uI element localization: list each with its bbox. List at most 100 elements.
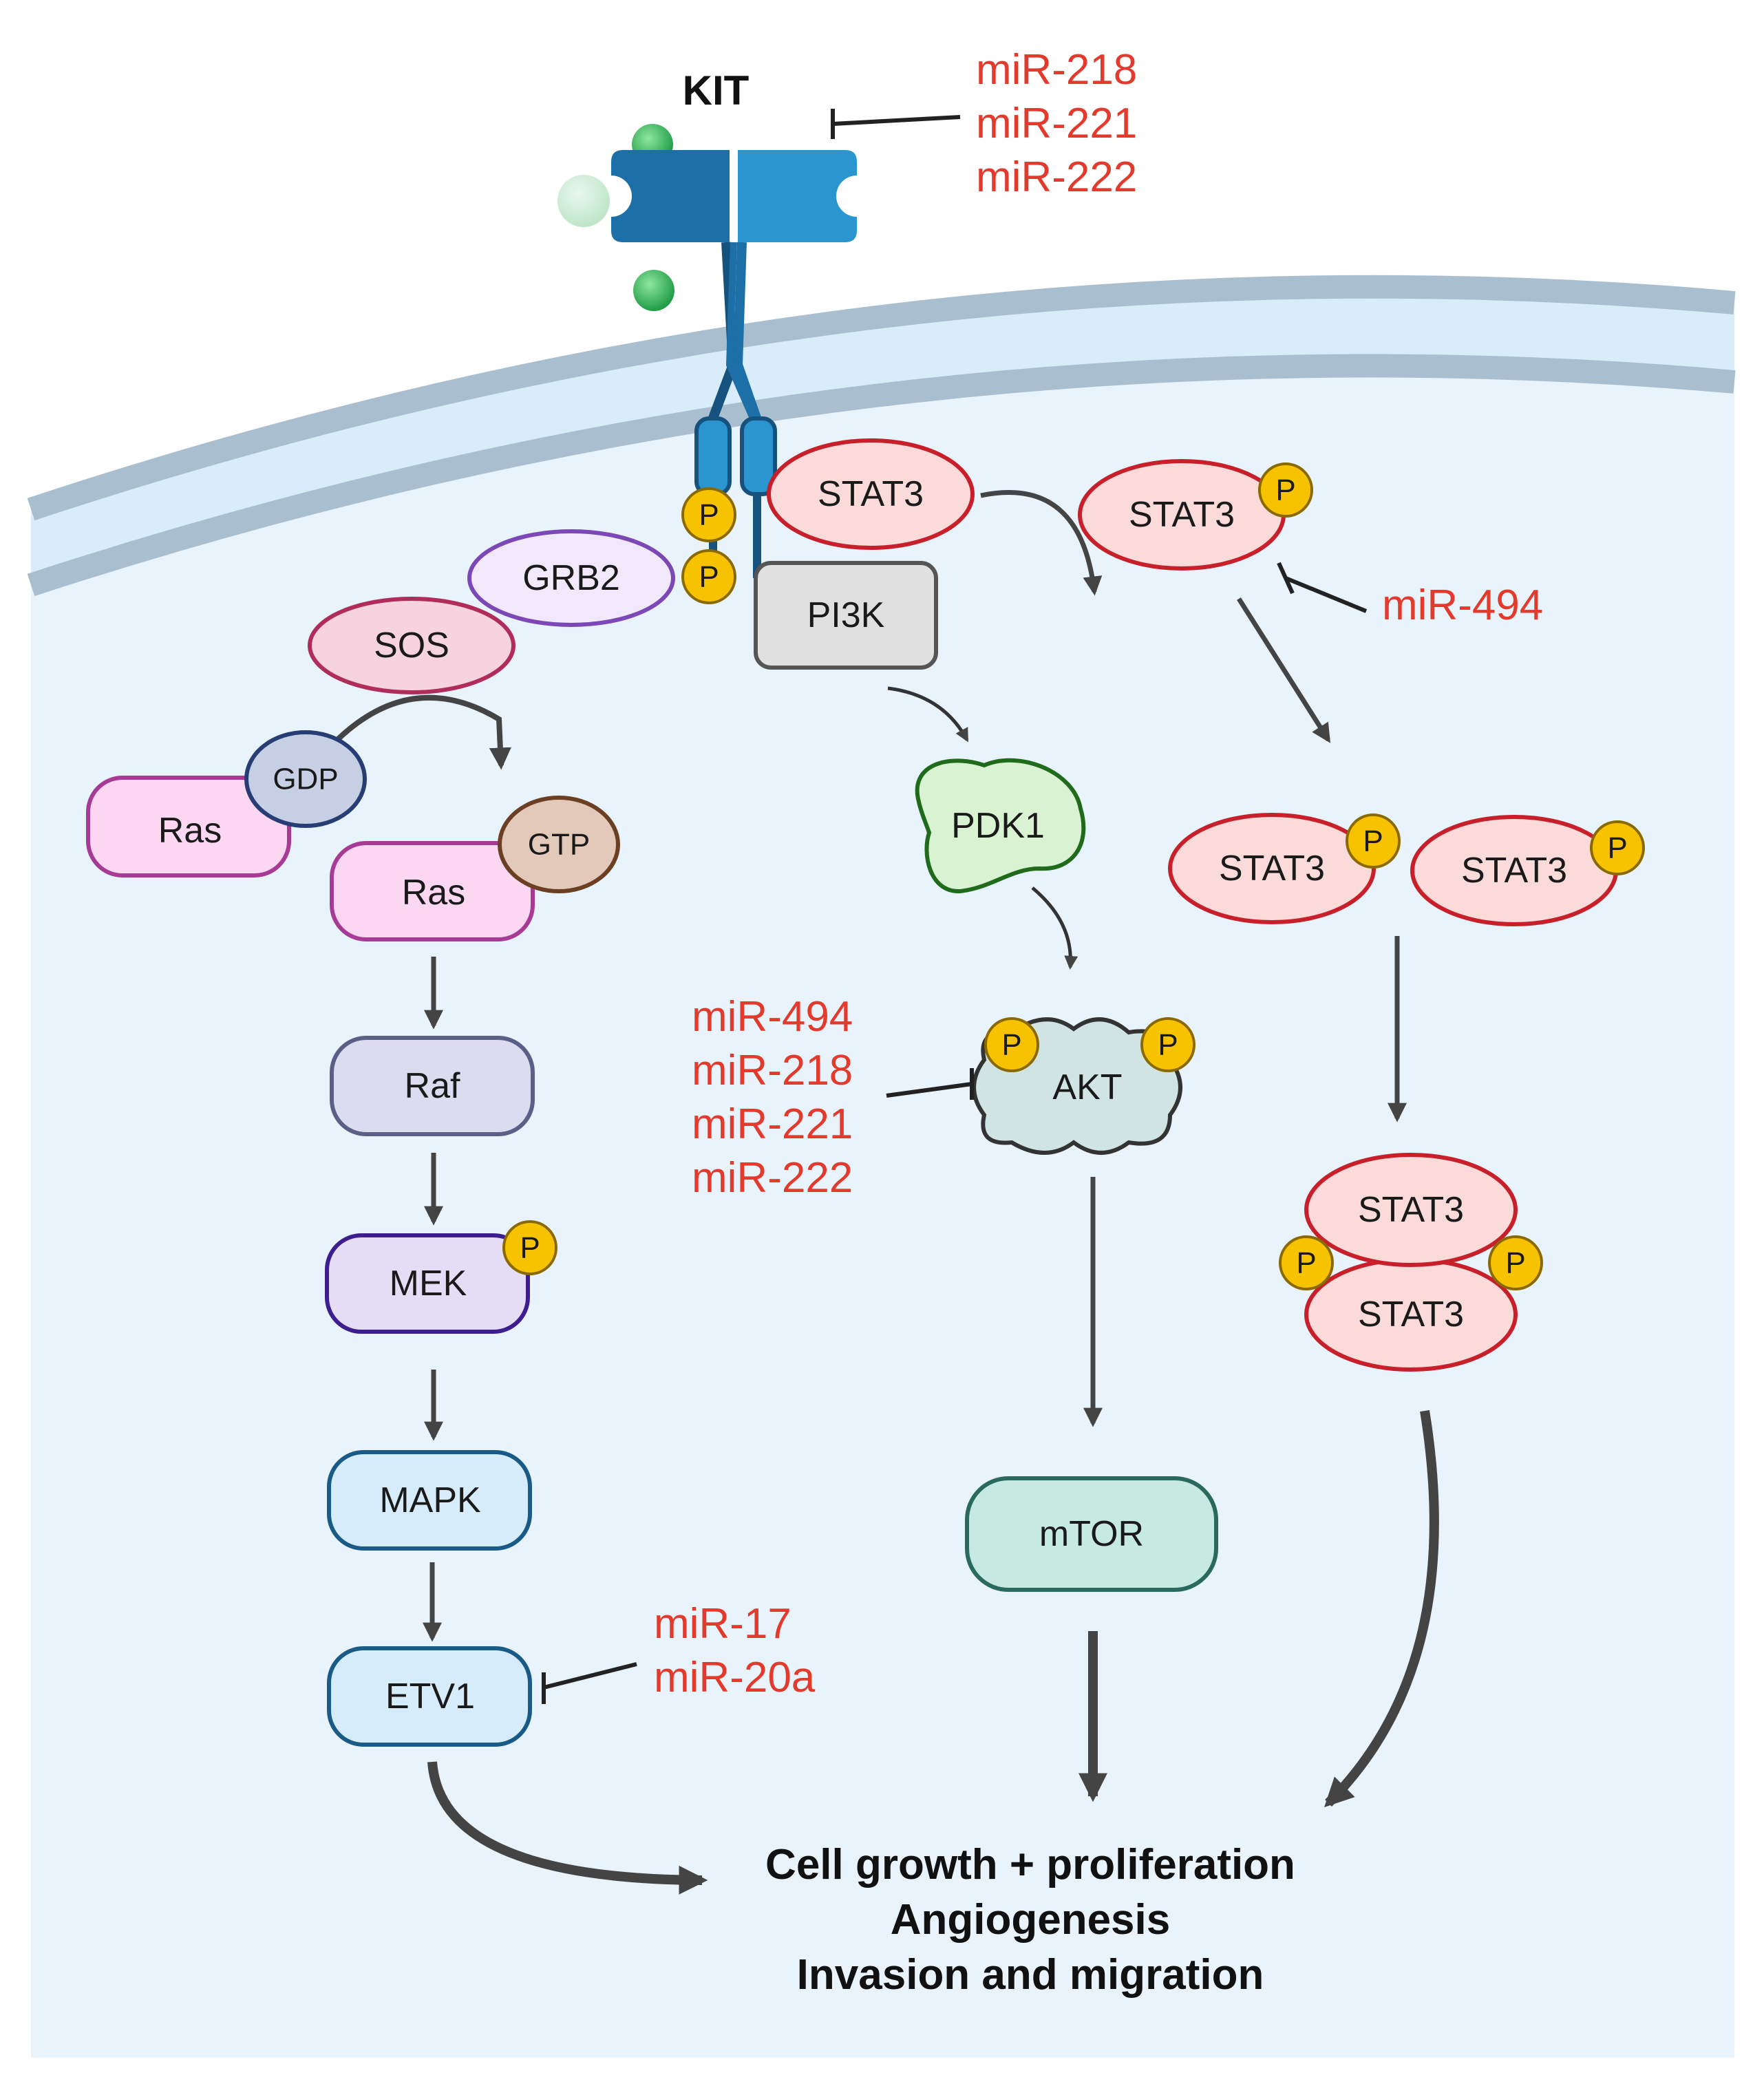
outcome-angiogenesis: Angiogenesis — [891, 1896, 1171, 1944]
pdk1-node — [915, 758, 1086, 894]
stat3-inhibition-line — [1284, 576, 1368, 613]
akt-phospho-left — [984, 1017, 1039, 1072]
grb2-label: GRB2 — [522, 558, 620, 598]
stat3-dimer-top — [1304, 1153, 1518, 1267]
mapk-label: MAPK — [379, 1480, 481, 1520]
mek-phospho-label: P — [520, 1231, 540, 1265]
stat3-dimer-top-label: STAT3 — [1358, 1190, 1464, 1230]
pdk1-label: PDK1 — [951, 806, 1045, 846]
stat3-phospho-label: STAT3 — [1129, 495, 1235, 535]
akt-mirna-1: miR-494 — [692, 993, 853, 1041]
kit-phospho-2-label: P — [699, 560, 719, 594]
mek-node — [325, 1233, 530, 1334]
stat3-monomer-2-phospho — [1590, 820, 1645, 875]
sos-node — [308, 597, 516, 694]
stat3-label: STAT3 — [818, 474, 924, 514]
cellular-outcomes: Cell growth + proliferation Angiogenesis… — [765, 1841, 1295, 1999]
stat3-phospho-site — [1258, 462, 1313, 518]
mapk-pathway: SOS GRB2 Ras GDP Ras GTP Raf MEK P MAPK … — [86, 529, 816, 1895]
arrow-stat3-to-dimer — [1237, 597, 1330, 743]
etv1-label: ETV1 — [385, 1677, 475, 1716]
etv1-mirna-1: miR-17 — [654, 1600, 791, 1648]
arrow-pdk1-to-akt — [1031, 886, 1078, 970]
ras-gtp-label: Ras — [402, 873, 465, 913]
pi3k-node — [754, 561, 938, 670]
ligand-bottom — [633, 270, 674, 311]
mek-phospho — [502, 1220, 557, 1275]
kit-label: KIT — [683, 67, 750, 114]
mapk-node — [327, 1450, 532, 1551]
inhibition-line — [832, 115, 961, 126]
stat3-inhibition-bar — [1277, 562, 1295, 595]
raf-label: Raf — [405, 1066, 460, 1106]
gtp-label: GTP — [528, 828, 590, 862]
stat3-dimer-phospho-left-label: P — [1296, 1246, 1316, 1280]
pi3k-label: PI3K — [807, 595, 885, 635]
kit-phospho-2 — [681, 549, 736, 604]
grb2-node — [467, 529, 675, 627]
stat3-monomer-1-phospho — [1346, 813, 1401, 869]
kit-kinase-left — [694, 416, 732, 496]
gdp-gtp-exchange-arrow — [335, 694, 511, 770]
ras-gdp-node — [86, 776, 291, 877]
pi3k-akt-pathway: PI3K PDK1 AKT P P miR-494 miR-218 miR-22… — [692, 561, 1218, 1802]
mtor-node — [965, 1476, 1218, 1592]
stat3-monomer-1-phospho-label: P — [1363, 824, 1383, 858]
arrow-etv1-to-outcome — [427, 1761, 708, 1895]
kit-mirna-1: miR-218 — [976, 46, 1137, 94]
akt-phospho-right — [1140, 1017, 1196, 1072]
outcome-invasion: Invasion and migration — [797, 1951, 1264, 1999]
arrow-stat3-dimer-to-outcome — [1324, 1409, 1439, 1807]
membrane-outer-leaflet — [27, 275, 1736, 521]
etv1-mirna-2: miR-20a — [654, 1654, 816, 1701]
ligand-faded — [557, 175, 610, 227]
akt-phospho-left-label: P — [1001, 1028, 1021, 1062]
ras-gdp-label: Ras — [158, 811, 222, 851]
etv1-inhibition-line — [543, 1662, 637, 1690]
mek-label: MEK — [390, 1264, 467, 1303]
membrane-inner-leaflet — [27, 354, 1736, 597]
stat3-mirna: miR-494 — [1382, 582, 1543, 629]
kit-phospho-1 — [681, 487, 736, 542]
kit-transmembrane-left-2 — [725, 242, 757, 422]
stat3-pathway: STAT3 STAT3 P miR-494 STAT3 P STAT3 P ST… — [767, 438, 1645, 1807]
kit-mirna-3: miR-222 — [976, 153, 1137, 201]
kit-mirna-inhibition: miR-218 miR-221 miR-222 — [831, 46, 1137, 201]
akt-mirna-3: miR-221 — [692, 1100, 853, 1148]
akt-mirna-2: miR-218 — [692, 1047, 853, 1094]
gdp-label: GDP — [273, 763, 338, 796]
stat3-phospho-site-label: P — [1275, 473, 1295, 507]
arrow-pi3k-to-pdk1 — [887, 686, 969, 743]
stat3-monomer-2-phospho-label: P — [1607, 831, 1627, 865]
sos-label: SOS — [374, 626, 449, 666]
raf-node — [330, 1036, 535, 1136]
stat3-monomer-1-label: STAT3 — [1219, 849, 1325, 888]
ras-gtp-node — [330, 841, 535, 941]
stat3-dimer-bottom-label: STAT3 — [1358, 1295, 1464, 1334]
arrow-stat3-phosphorylation — [980, 490, 1103, 596]
outcome-growth: Cell growth + proliferation — [765, 1841, 1295, 1888]
stat3-monomer-2-label: STAT3 — [1461, 851, 1567, 891]
gdp-node — [244, 730, 367, 828]
kit-phospho-1-label: P — [699, 498, 719, 532]
etv1-node — [327, 1646, 532, 1747]
akt-label: AKT — [1052, 1067, 1122, 1107]
mtor-label: mTOR — [1039, 1514, 1144, 1554]
kit-mirna-2: miR-221 — [976, 100, 1137, 147]
stat3-dimer-phospho-left — [1279, 1235, 1334, 1290]
kit-extracellular-left — [611, 150, 730, 242]
cytoplasm — [31, 286, 1734, 2058]
stat3-node — [767, 438, 975, 550]
cell — [27, 275, 1736, 2058]
kit-phospho-sites: P P — [681, 487, 736, 604]
stat3-monomer-1 — [1168, 813, 1376, 924]
gtp-node — [498, 796, 620, 893]
akt-inhibition-line — [886, 1082, 973, 1098]
kit-extracellular-right — [738, 150, 857, 242]
akt-phospho-right-label: P — [1158, 1028, 1178, 1062]
stat3-dimer-phospho-right — [1488, 1235, 1543, 1290]
stat3-dimer-phospho-right-label: P — [1505, 1246, 1525, 1280]
akt-mirna-4: miR-222 — [692, 1154, 853, 1202]
kit-receptor: KIT — [557, 67, 857, 578]
